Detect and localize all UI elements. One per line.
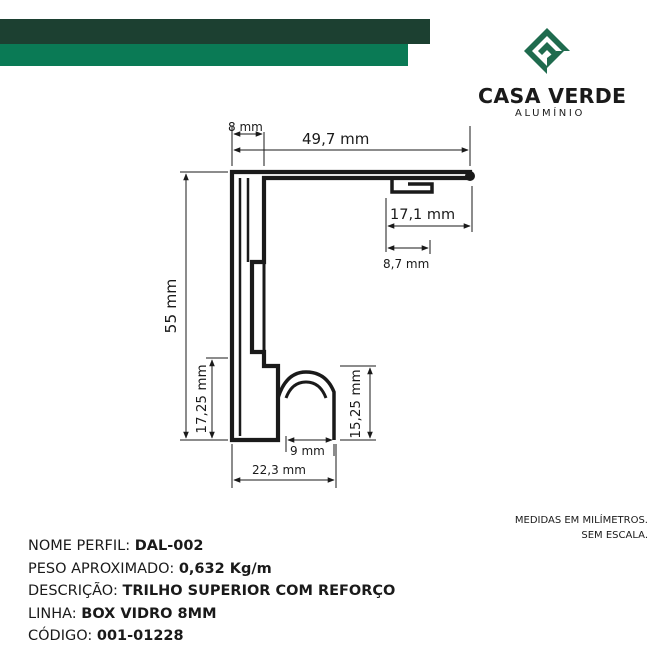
spec-value: 001-01228 [96,628,184,645]
label-channel-gap: 8,7 mm [383,257,429,271]
header-band-dark [0,19,430,44]
label-hook-height: 15,25 mm [348,369,364,438]
spec-row-name: NOME PERFIL: DAL-002 [28,535,395,558]
brand-logo: CASA VERDE ALUMÍNIO [478,28,627,119]
casa-verde-logo-icon [524,28,570,74]
profile-channel [390,178,434,194]
spec-label: CÓDIGO: [28,628,97,645]
spec-label: PESO APROXIMADO: [28,560,179,577]
spec-value: DAL-002 [134,538,204,554]
units-note: MEDIDAS EM MILÍMETROS. SEM ESCALA. [515,513,648,543]
label-lip: 8 mm [228,120,263,134]
label-base-width: 22,3 mm [252,463,306,477]
spec-label: NOME PERFIL: [28,538,135,554]
spec-label: LINHA: [28,605,82,622]
spec-row-weight: PESO APROXIMADO: 0,632 Kg/m [28,558,395,581]
spec-value: 0,632 Kg/m [178,560,272,577]
units-note-line2: SEM ESCALA. [581,530,648,541]
units-note-line1: MEDIDAS EM MILÍMETROS. [514,515,648,526]
spec-value: BOX VIDRO 8MM [81,605,217,622]
label-width-total: 49,7 mm [302,130,369,148]
label-height-total: 55 mm [162,279,180,334]
spec-row-description: DESCRIÇÃO: TRILHO SUPERIOR COM REFORÇO [28,580,395,603]
label-hook-width: 9 mm [290,444,325,458]
brand-subtitle: ALUMÍNIO [515,108,585,119]
profile-hook-inner [284,380,328,399]
brand-name: CASA VERDE [478,84,627,108]
dimension-lines [180,126,473,488]
spec-row-code: CÓDIGO: 001-01228 [28,625,395,648]
spec-value: TRILHO SUPERIOR COM REFORÇO [122,583,396,600]
spec-row-line: LINHA: BOX VIDRO 8MM [28,603,395,626]
header-band-green [0,44,408,66]
profile-hook [276,370,336,440]
profile-reinforcement [238,178,250,436]
spec-label: DESCRIÇÃO: [28,583,123,600]
spec-list: NOME PERFIL: DAL-002 PESO APROXIMADO: 0,… [28,535,395,648]
profile-tip [465,171,475,181]
label-channel-width: 17,1 mm [390,207,455,223]
label-lower-height: 17,25 mm [194,364,210,433]
profile-drawing: 8 mm 49,7 mm 55 mm 17,25 mm 17,1 mm 8,7 … [162,120,475,488]
